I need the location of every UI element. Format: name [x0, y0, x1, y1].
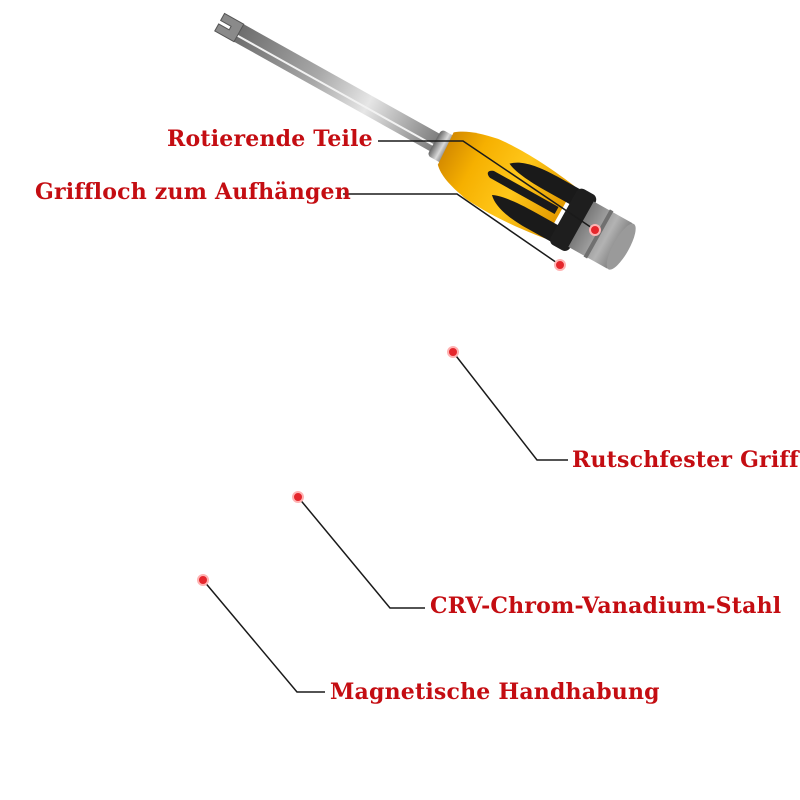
- label-rotating-parts: Rotierende Teile: [167, 126, 373, 152]
- label-non-slip-grip: Rutschfester Griff: [572, 447, 799, 473]
- black-grip-insert-lower: [509, 162, 586, 208]
- leader-steel: [297, 496, 425, 609]
- screwdriver: [214, 12, 636, 270]
- label-crv-steel: CRV-Chrom-Vanadium-Stahl: [430, 593, 782, 619]
- marker-dot: [447, 346, 459, 358]
- marker-dot: [589, 224, 601, 236]
- marker-dot: [292, 491, 304, 503]
- leader-magnetic: [202, 579, 325, 693]
- label-magnetic-handling: Magnetische Handhabung: [330, 679, 660, 705]
- leader-hole: [343, 193, 561, 266]
- leader-rotating: [378, 140, 596, 231]
- black-grip-insert: [491, 195, 565, 245]
- label-hanging-hole: Griffloch zum Aufhängen: [35, 179, 351, 205]
- leader-lines: [202, 140, 596, 693]
- marker-dot: [197, 574, 209, 586]
- black-band: [550, 188, 597, 251]
- metal-collar: [428, 130, 456, 163]
- markers: [197, 224, 601, 586]
- marker-dot: [554, 259, 566, 271]
- black-grip-center: [487, 170, 559, 215]
- leader-grip: [452, 351, 568, 461]
- spanner-tip: [214, 12, 245, 43]
